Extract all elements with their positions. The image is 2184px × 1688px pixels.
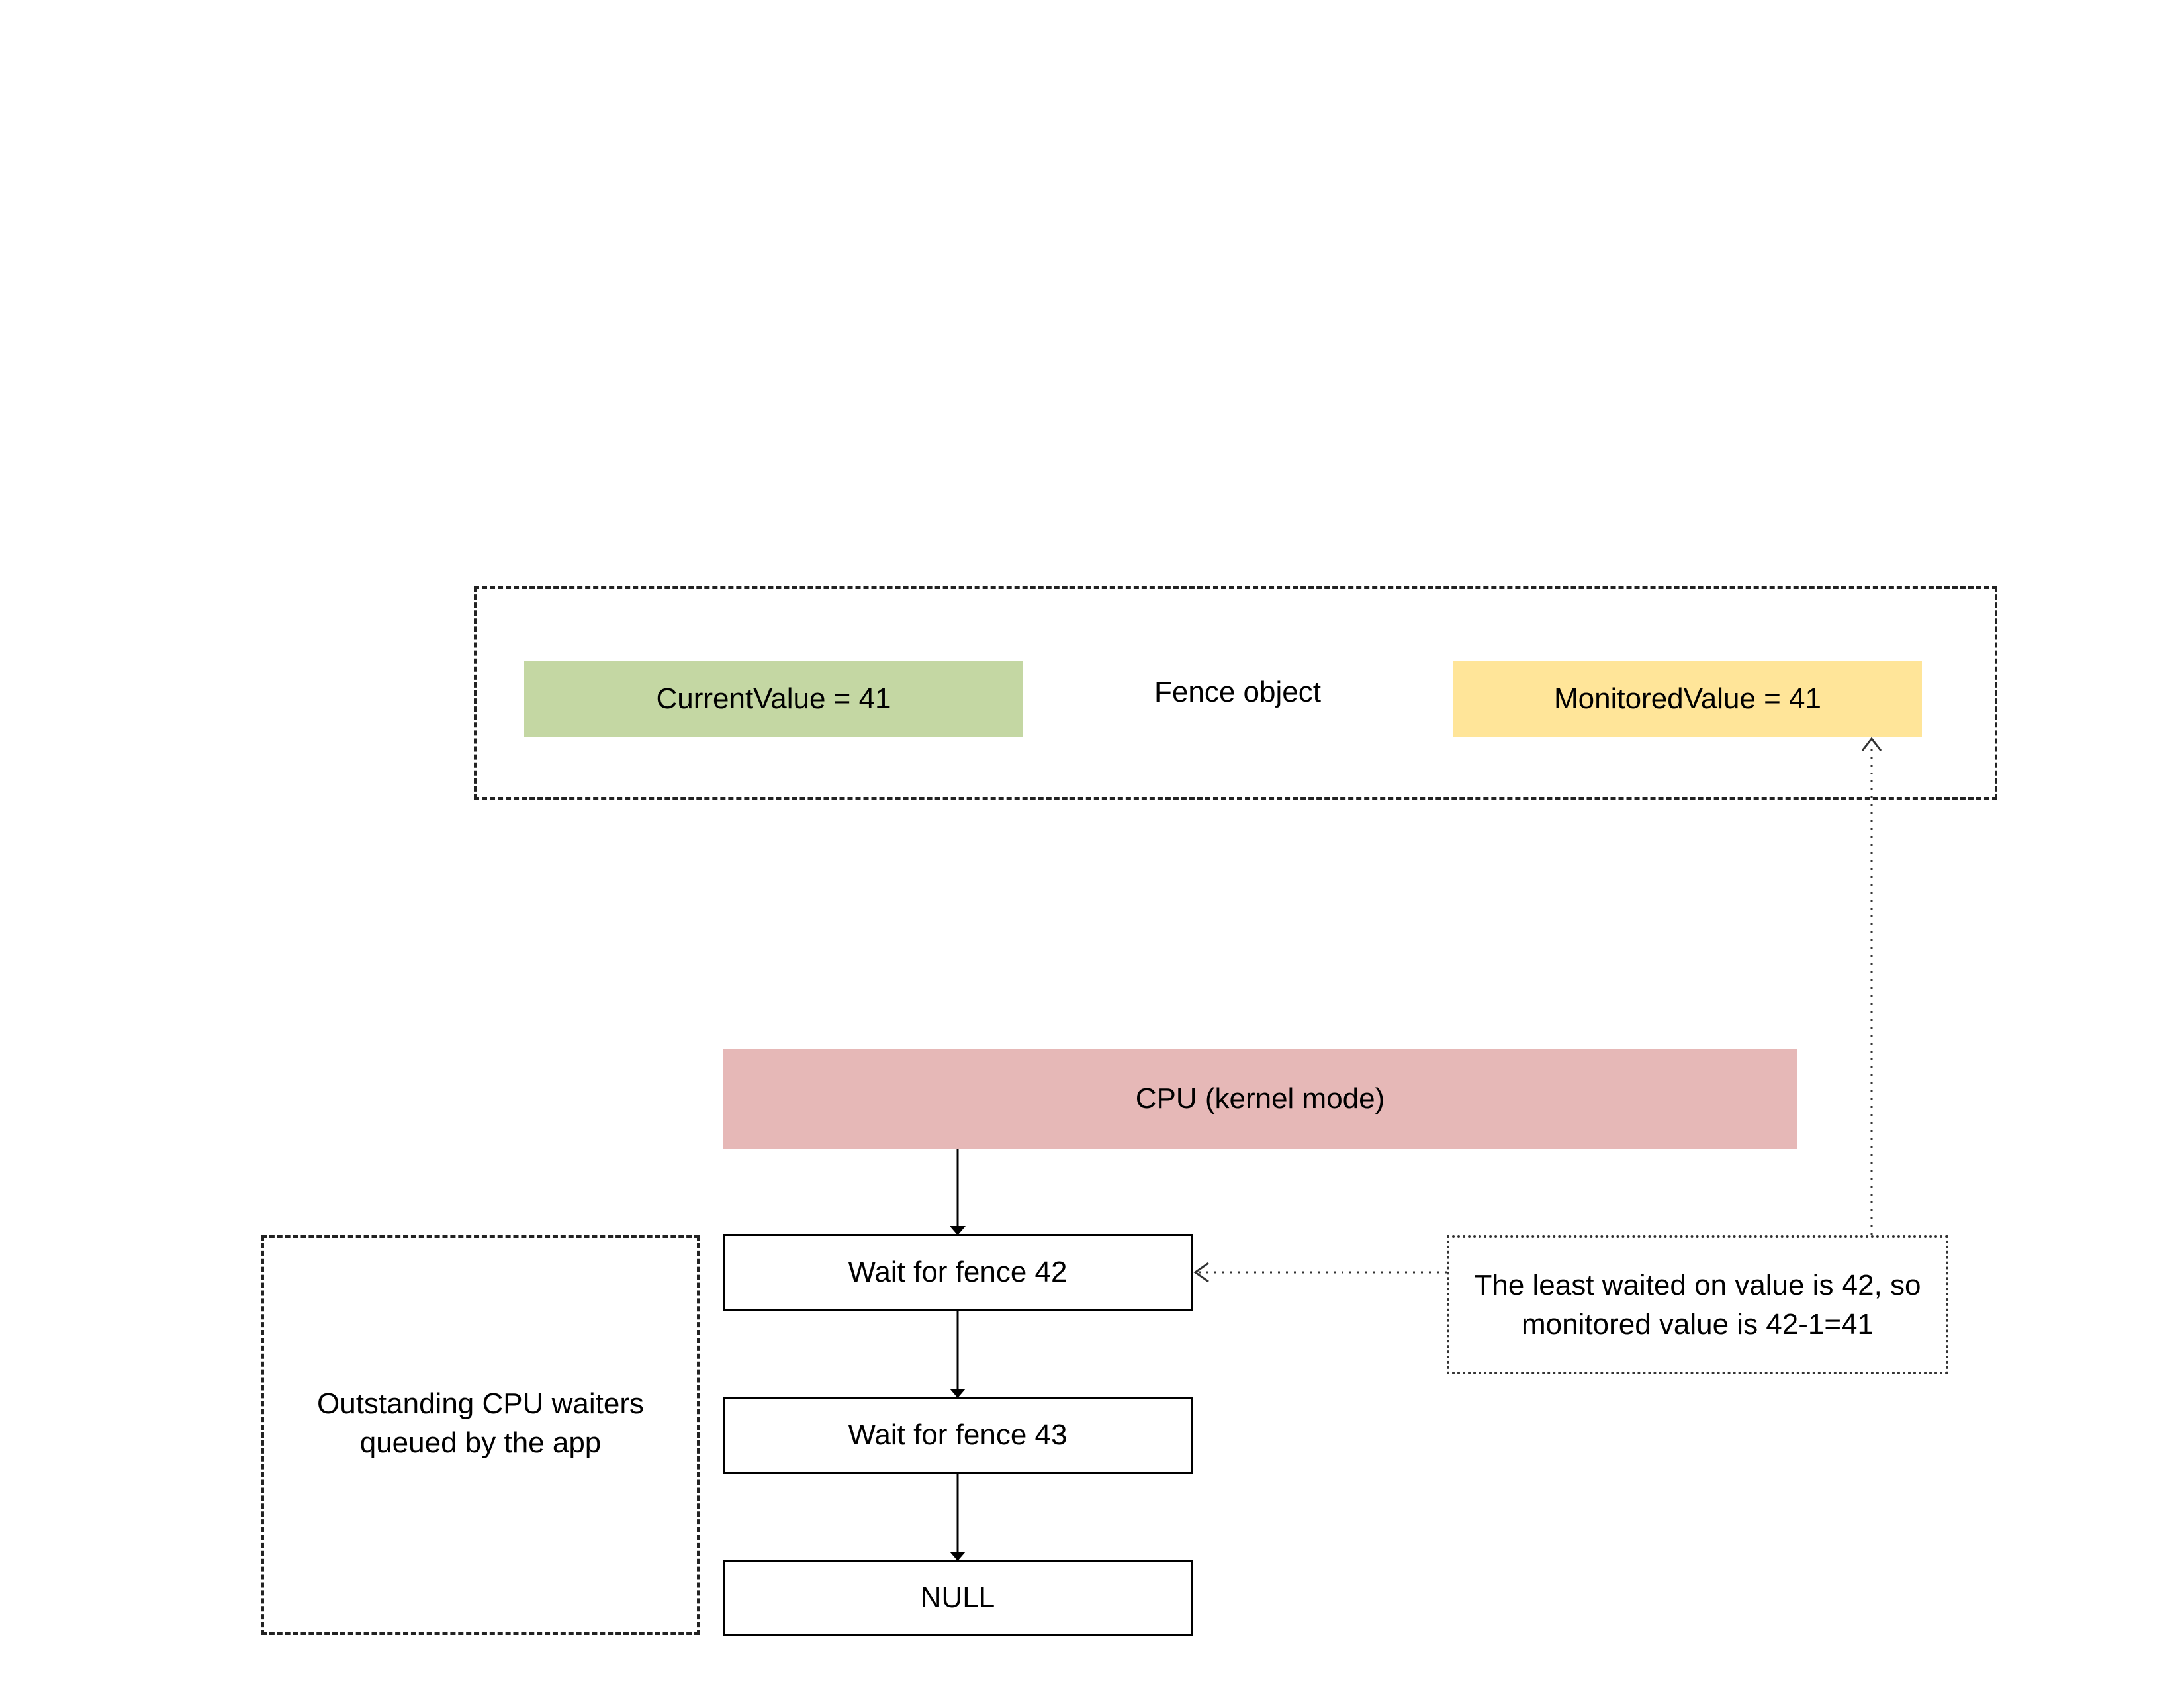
arrow-fence-42-to-fence-43 <box>950 1311 966 1398</box>
outstanding-waiters-label: Outstanding CPU waiters queued by the ap… <box>317 1387 644 1459</box>
cpu-kernel-mode-box: CPU (kernel mode) <box>723 1049 1797 1149</box>
fence-object-title: Fence object <box>1154 676 1321 709</box>
arrow-cpu-to-fence-42 <box>950 1149 966 1235</box>
current-value-box: CurrentValue = 41 <box>524 661 1023 737</box>
fence-object-container <box>474 586 1997 800</box>
outstanding-waiters-container <box>261 1235 700 1635</box>
dotted-arrow-note-to-fence-42 <box>1193 1262 1447 1283</box>
arrow-fence-43-to-null <box>950 1474 966 1561</box>
waiter-item-fence-43: Wait for fence 43 <box>723 1397 1193 1474</box>
dotted-arrow-note-to-monitored-value <box>1861 737 1882 1235</box>
monitored-value-box: MonitoredValue = 41 <box>1453 661 1922 737</box>
waiter-item-fence-42: Wait for fence 42 <box>723 1234 1193 1311</box>
waiter-item-null: NULL <box>723 1560 1193 1636</box>
monitored-value-note: The least waited on value is 42, so moni… <box>1447 1235 1948 1374</box>
